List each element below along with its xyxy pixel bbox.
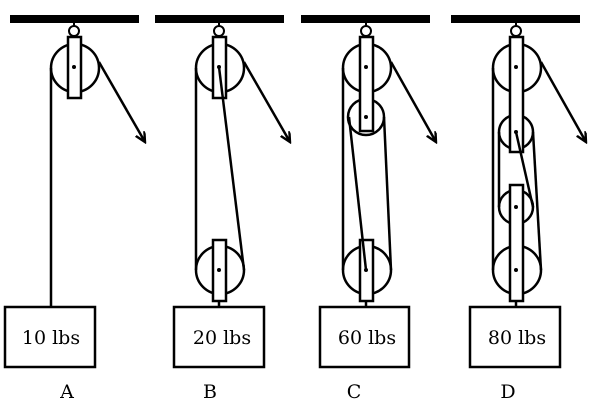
ceiling-bar-a — [10, 15, 139, 23]
weight-label-c: 60 lbs — [338, 327, 396, 349]
pulley-bracket-c-top — [358, 35, 375, 133]
pulley-system-d: 80 lbs D — [451, 15, 586, 403]
rope-d-inner-right — [531, 131, 543, 271]
ceiling-bar-c — [301, 15, 430, 23]
rope-c-anchor — [347, 116, 368, 271]
rope-d-anchor — [514, 131, 535, 208]
pull-arrow-a — [97, 61, 145, 142]
pulley-bracket-d-top — [508, 35, 525, 154]
pulley-system-b: 20 lbs B — [155, 15, 290, 403]
rope-c-right — [382, 116, 393, 271]
pull-arrow-b — [242, 61, 290, 142]
weight-label-d: 80 lbs — [488, 327, 546, 349]
system-label-b: B — [203, 381, 217, 403]
weight-box-b — [172, 305, 266, 369]
system-label-d: D — [500, 381, 515, 403]
pulley-system-a: 10 lbs A — [3, 15, 145, 403]
rope-b-anchor — [217, 66, 246, 271]
system-label-a: A — [59, 381, 74, 403]
system-label-c: C — [347, 381, 362, 403]
weight-label-b: 20 lbs — [193, 327, 251, 349]
pull-arrow-d — [539, 61, 586, 142]
weight-box-c — [318, 305, 411, 369]
pulley-bracket-d-bottom — [508, 183, 525, 303]
weight-box-a — [3, 305, 97, 369]
weight-box-d — [468, 305, 562, 369]
pull-arrow-c — [389, 61, 436, 142]
weight-label-a: 10 lbs — [22, 327, 80, 349]
pulley-system-c: 60 lbs C — [301, 15, 436, 403]
ceiling-bar-d — [451, 15, 580, 23]
ceiling-bar-b — [155, 15, 284, 23]
